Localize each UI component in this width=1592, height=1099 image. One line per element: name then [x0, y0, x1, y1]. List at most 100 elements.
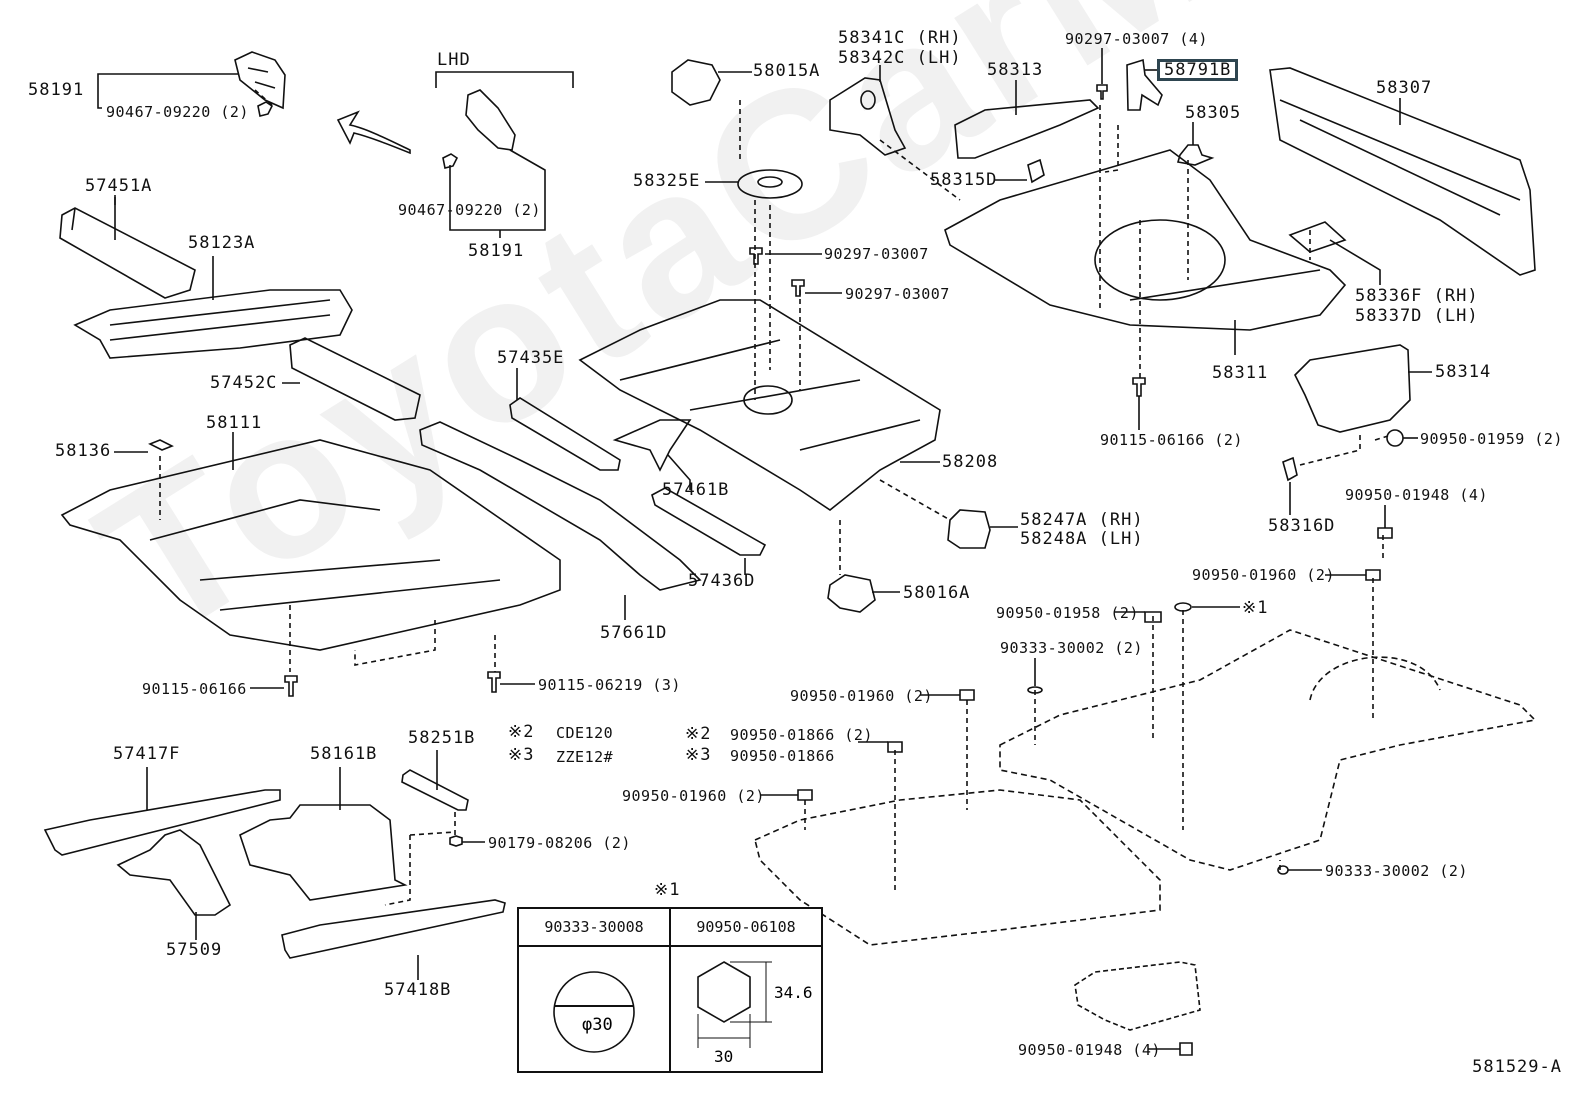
part-label-58341C[interactable]: 58341C (RH): [838, 28, 962, 48]
part-58316D[interactable]: [1282, 456, 1298, 482]
part-label-90297-03007-a[interactable]: 90297-03007: [824, 245, 929, 263]
part-label-58016A[interactable]: 58016A: [903, 583, 971, 603]
spec-part-hexagon[interactable]: 90950-06108: [669, 907, 823, 947]
part-58341C[interactable]: [829, 77, 907, 156]
part-57452C[interactable]: [289, 337, 421, 421]
part-label-90115-06166-2[interactable]: 90115-06166 (2): [1100, 431, 1243, 449]
diagram-reference-code: 581529-A: [1472, 1057, 1562, 1077]
note-mark-3: ※3: [508, 745, 535, 765]
part-58313[interactable]: [954, 99, 1100, 159]
part-58161B[interactable]: [239, 804, 408, 901]
part-label-90467-09220[interactable]: 90467-09220 (2): [106, 103, 249, 121]
part-58111[interactable]: [60, 439, 561, 651]
part-label-58336F[interactable]: 58336F (RH): [1355, 286, 1479, 306]
part-58016A[interactable]: [827, 574, 876, 613]
part-label-90333-30002-b[interactable]: 90333-30002 (2): [1325, 862, 1468, 880]
part-57509[interactable]: [116, 829, 232, 916]
circle-plug-icon: φ30: [553, 971, 635, 1053]
part-57436D[interactable]: [651, 487, 767, 556]
part-label-58111[interactable]: 58111: [206, 413, 263, 433]
part-58325E[interactable]: [737, 169, 803, 199]
part-label-90950-01960-b[interactable]: 90950-01960 (2): [790, 687, 933, 705]
part-58123A[interactable]: [73, 289, 353, 359]
part-label-57435E[interactable]: 57435E: [497, 348, 565, 368]
part-label-57418B[interactable]: 57418B: [384, 980, 452, 1000]
part-label-58791B-selected[interactable]: 58791B: [1156, 59, 1239, 81]
part-label-90297-03007-b[interactable]: 90297-03007: [845, 285, 950, 303]
part-58208[interactable]: [578, 299, 941, 511]
part-label-58342C[interactable]: 58342C (LH): [838, 48, 962, 68]
variant-part-3[interactable]: 90950-01866: [730, 747, 835, 765]
part-label-90950-01960-c[interactable]: 90950-01960 (2): [622, 787, 765, 805]
spec-hexagon-cell: 34.6 30: [669, 945, 823, 1073]
part-label-90115-06166[interactable]: 90115-06166: [142, 680, 247, 698]
part-58791B[interactable]: [1126, 58, 1163, 111]
part-label-90115-06219[interactable]: 90115-06219 (3): [538, 676, 681, 694]
part-label-58136[interactable]: 58136: [55, 441, 112, 461]
spec-part-circle[interactable]: 90333-30008: [517, 907, 671, 947]
curved-arrow-icon: [336, 110, 411, 155]
part-label-58123A[interactable]: 58123A: [188, 233, 256, 253]
part-label-90179-08206[interactable]: 90179-08206 (2): [488, 834, 631, 852]
part-label-58191[interactable]: 58191: [28, 80, 85, 100]
part-57461B[interactable]: [612, 419, 692, 472]
part-58015A[interactable]: [671, 59, 721, 106]
part-label-57509[interactable]: 57509: [166, 940, 223, 960]
part-label-90467-09220-lhd[interactable]: 90467-09220 (2): [398, 201, 541, 219]
plug-center: [757, 176, 783, 188]
part-label-58307[interactable]: 58307: [1376, 78, 1433, 98]
part-57435E[interactable]: [509, 397, 621, 471]
part-label-90950-01948-b[interactable]: 90950-01948 (4): [1018, 1041, 1161, 1059]
part-label-58248A[interactable]: 58248A (LH): [1020, 529, 1144, 549]
part-label-58015A[interactable]: 58015A: [753, 61, 821, 81]
part-label-58161B[interactable]: 58161B: [310, 744, 378, 764]
part-label-58251B[interactable]: 58251B: [408, 728, 476, 748]
variant-part-2[interactable]: 90950-01866 (2): [730, 726, 873, 744]
part-58315D[interactable]: [1027, 158, 1045, 184]
part-label-57461B[interactable]: 57461B: [662, 480, 730, 500]
part-label-90333-30002-a[interactable]: 90333-30002 (2): [1000, 639, 1143, 657]
part-label-90950-01960-a[interactable]: 90950-01960 (2): [1192, 566, 1335, 584]
part-58305[interactable]: [1176, 144, 1215, 166]
part-label-58316D[interactable]: 58316D: [1268, 516, 1336, 536]
part-label-57417F[interactable]: 57417F: [113, 744, 181, 764]
part-label-58337D[interactable]: 58337D (LH): [1355, 306, 1479, 326]
part-label-90950-01958[interactable]: 90950-01958 (2): [996, 604, 1139, 622]
part-label-90297-03007-4[interactable]: 90297-03007 (4): [1065, 30, 1208, 48]
part-58247A[interactable]: [947, 509, 991, 549]
bolt-icon: [284, 675, 298, 697]
part-58311[interactable]: [944, 149, 1347, 331]
part-58251B[interactable]: [401, 769, 469, 811]
plug-90950-01959[interactable]: [1386, 429, 1404, 447]
part-label-58247A[interactable]: 58247A (RH): [1020, 510, 1144, 530]
part-label-58191-lhd[interactable]: 58191: [468, 241, 525, 261]
note-mark-1: ※1: [1242, 598, 1269, 618]
part-label-90950-01948-a[interactable]: 90950-01948 (4): [1345, 486, 1488, 504]
part-57418B[interactable]: [281, 899, 506, 959]
part-58336F[interactable]: [1288, 221, 1347, 253]
part-58191-bracket[interactable]: [234, 51, 286, 110]
part-label-57661D[interactable]: 57661D: [600, 623, 668, 643]
part-label-57451A[interactable]: 57451A: [85, 176, 153, 196]
part-label-58315D[interactable]: 58315D: [930, 170, 998, 190]
part-58191-lhd[interactable]: [465, 89, 516, 151]
clip-58136[interactable]: [148, 439, 174, 451]
part-57417F[interactable]: [43, 789, 281, 856]
part-label-58305[interactable]: 58305: [1185, 103, 1242, 123]
bolt-icon: [487, 671, 501, 693]
part-label-90950-01959[interactable]: 90950-01959 (2): [1420, 430, 1563, 448]
part-label-58314[interactable]: 58314: [1435, 362, 1492, 382]
part-label-58325E[interactable]: 58325E: [633, 171, 701, 191]
part-label-57452C[interactable]: 57452C: [210, 373, 278, 393]
part-label-58208[interactable]: 58208: [942, 452, 999, 472]
part-label-57436D[interactable]: 57436D: [688, 571, 756, 591]
part-58307[interactable]: [1269, 67, 1536, 276]
part-57661D[interactable]: [419, 421, 702, 591]
part-label-58311[interactable]: 58311: [1212, 363, 1269, 383]
hexagon-height: 34.6: [774, 983, 813, 1002]
hexagon-width: 30: [714, 1047, 733, 1066]
part-57451A[interactable]: [59, 195, 196, 299]
part-58314[interactable]: [1294, 344, 1411, 433]
part-label-58313[interactable]: 58313: [987, 60, 1044, 80]
